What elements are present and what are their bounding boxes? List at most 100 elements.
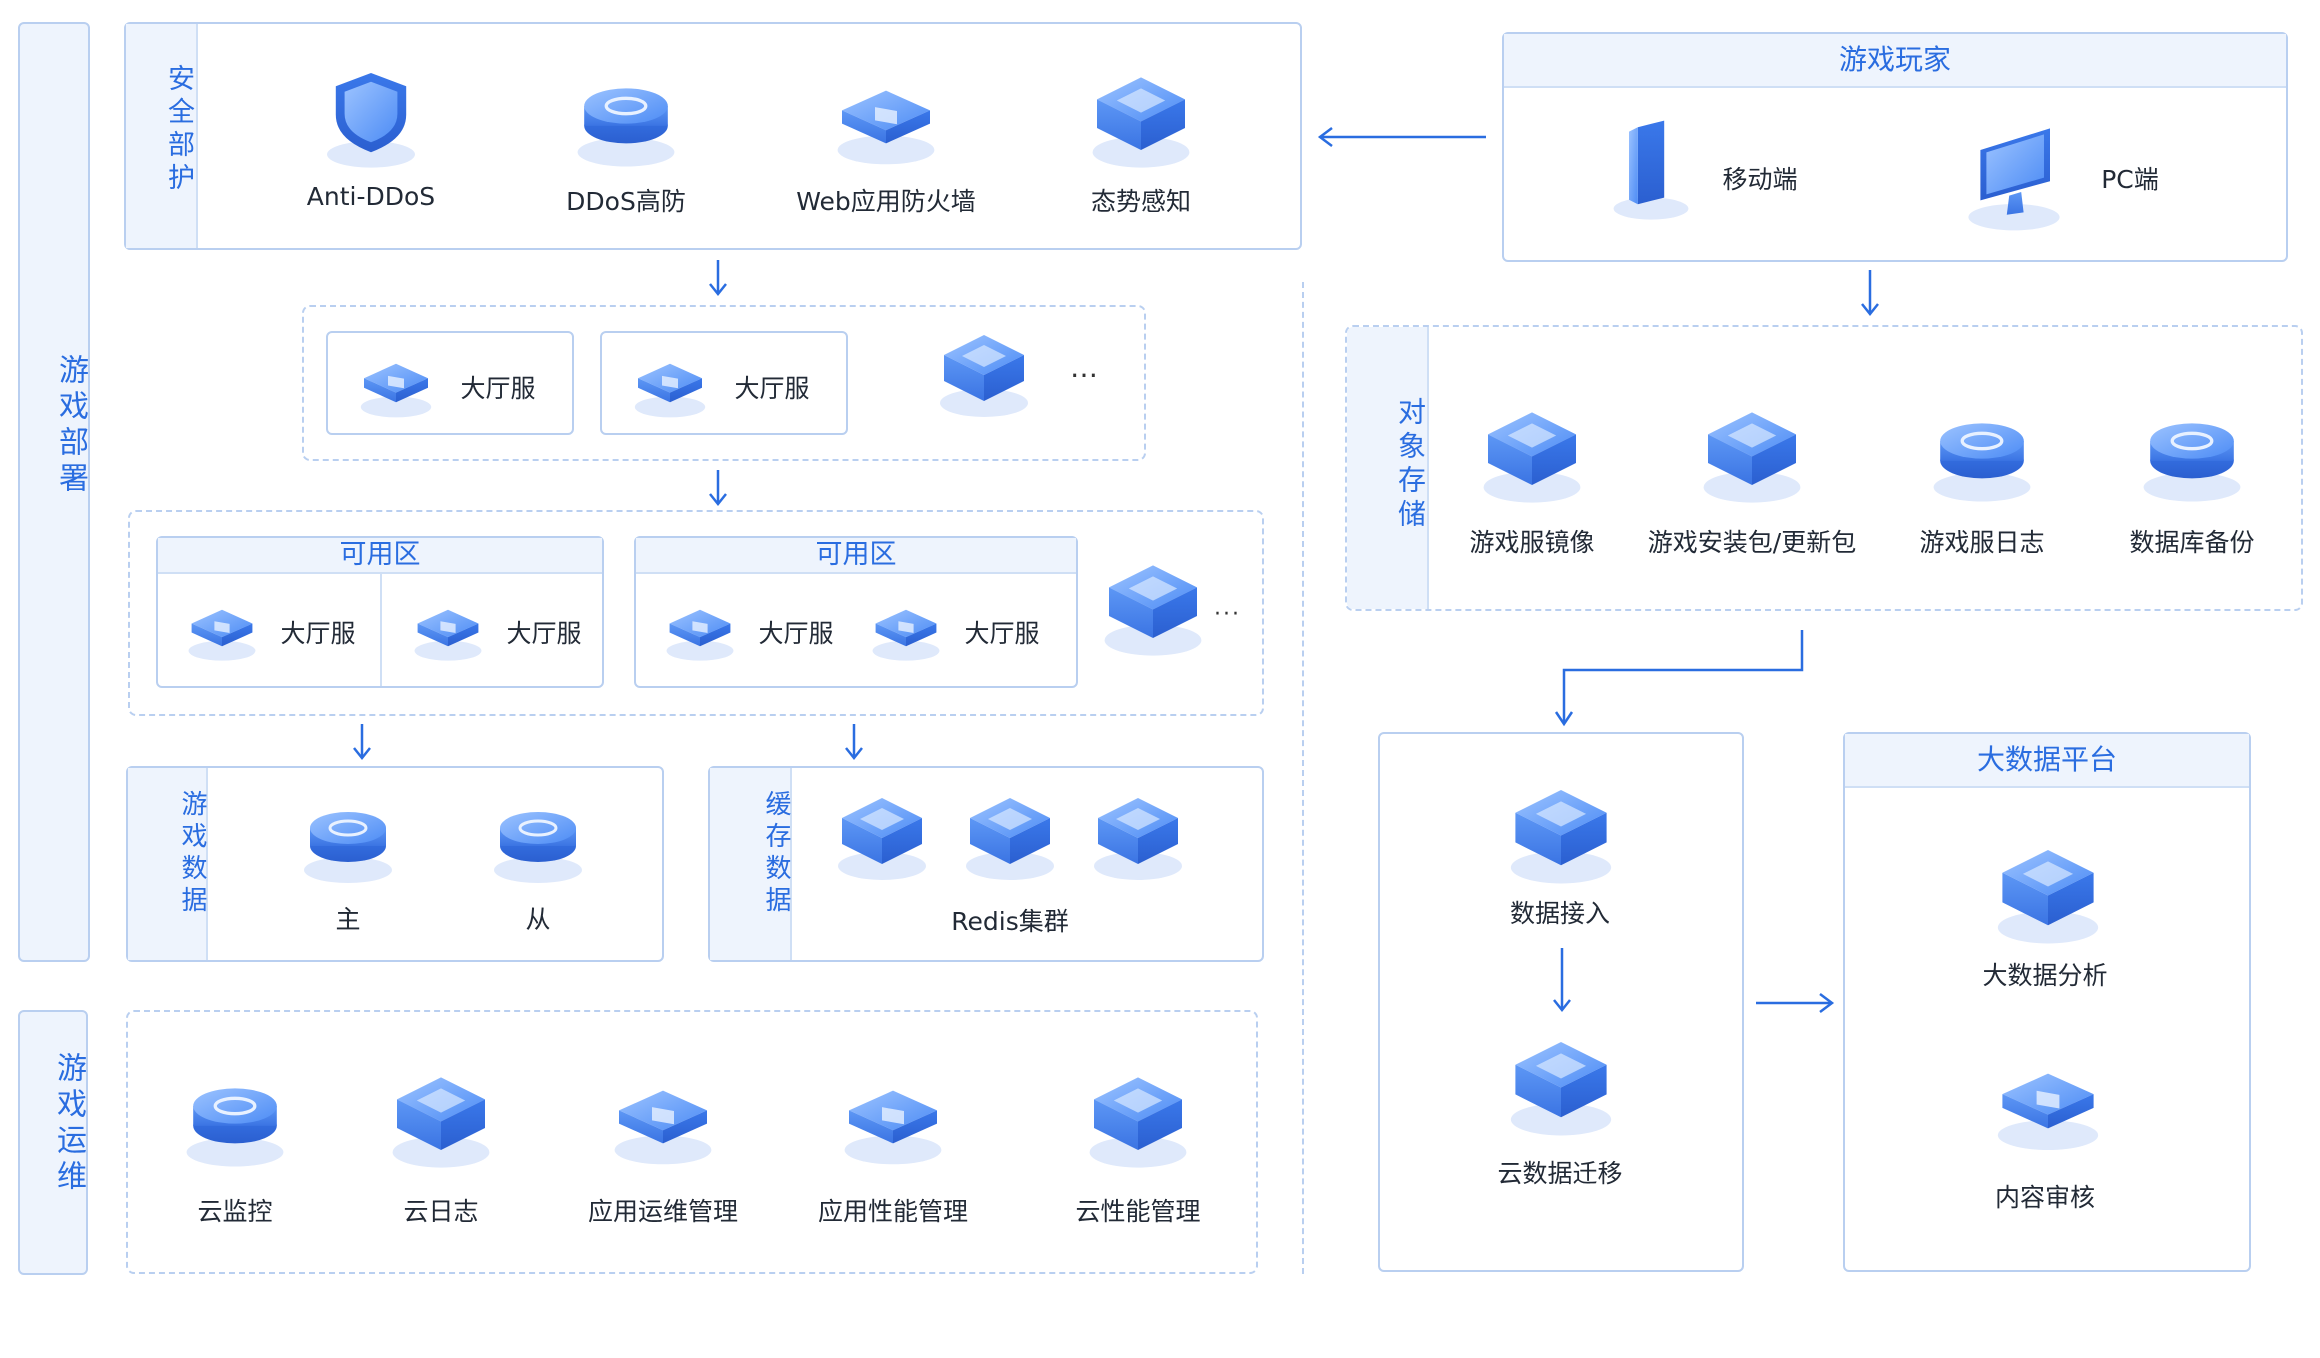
storage-item-label: 游戏服镜像	[1469, 528, 1595, 557]
server-icon	[868, 590, 944, 666]
ops-item-label: 云监控	[197, 1197, 273, 1226]
ops-group: 云监控 云日志 应用运维管理 应用性能管理 云性能管理	[126, 1010, 1258, 1274]
zone-item-label: 大厅服	[506, 619, 582, 648]
mobile-label: 移动端	[1722, 165, 1798, 194]
analysis-icon	[1991, 834, 2105, 948]
arrow-left-icon	[1317, 127, 1486, 147]
server-icon	[356, 343, 436, 423]
security-title: 安全部护	[163, 64, 194, 196]
security-item-label: DDoS高防	[566, 187, 686, 216]
arrow-down-icon	[709, 260, 727, 297]
arrow-elbow-icon	[1554, 630, 1804, 727]
zone-item-label: 大厅服	[280, 619, 356, 648]
more-indicator: …	[1070, 351, 1100, 384]
app-perf-icon	[838, 1062, 948, 1172]
server-icon	[662, 590, 738, 666]
server-stack-icon	[934, 321, 1034, 421]
ops-strip-label: 游戏运维	[51, 1052, 86, 1196]
security-item-label: 态势感知	[1090, 187, 1191, 216]
data-migrate-icon	[1504, 1026, 1618, 1140]
server-icon	[184, 590, 260, 666]
app-ops-icon	[608, 1062, 718, 1172]
arrow-down-icon	[1553, 948, 1571, 1013]
pc-icon	[1954, 114, 2074, 234]
database-icon	[298, 788, 398, 888]
security-item-label: Web应用防火墙	[796, 187, 976, 216]
ops-item-label: 应用性能管理	[817, 1197, 968, 1226]
storage-item-label: 游戏服日志	[1919, 528, 2045, 557]
ops-item-label: 应用运维管理	[587, 1197, 738, 1226]
redis-node-icon	[832, 784, 932, 884]
ingest-label: 数据接入	[1509, 899, 1610, 928]
deploy-strip: 游戏部署	[18, 22, 90, 962]
lobby-card: 大厅服	[600, 331, 848, 435]
pc-label: PC端	[2101, 165, 2159, 194]
cache-data-panel: 缓存数据 Redis集群	[708, 766, 1264, 962]
more-indicator: ···	[1214, 602, 1241, 627]
players-panel: 游戏玩家 移动端 PC端	[1502, 32, 2288, 262]
column-divider	[1302, 282, 1304, 1274]
lobby-group: 大厅服 大厅服 …	[302, 305, 1146, 461]
image-icon	[1477, 397, 1587, 507]
chip-icon	[1086, 62, 1196, 172]
arrow-down-icon	[353, 724, 371, 761]
cloud-perf-icon	[1083, 1062, 1193, 1172]
server-log-icon	[1927, 397, 2037, 507]
ops-item-label: 云性能管理	[1075, 1197, 1201, 1226]
server-stack-icon	[1098, 550, 1208, 660]
game-data-panel: 游戏数据 主 从	[126, 766, 664, 962]
zone-card: 可用区 大厅服 大厅服	[634, 536, 1078, 688]
storage-label-cell: 对象存储	[1347, 327, 1429, 609]
cache-data-label-cell: 缓存数据	[710, 768, 792, 960]
data-ingest-icon	[1504, 774, 1618, 888]
audit-label: 内容审核	[1994, 1183, 2095, 1212]
security-label-cell: 安全部护	[126, 24, 198, 248]
redis-node-icon	[960, 784, 1060, 884]
master-label: 主	[335, 905, 361, 934]
server-icon	[410, 590, 486, 666]
lobby-card: 大厅服	[326, 331, 574, 435]
bigdata-panel: 大数据平台 大数据分析 内容审核	[1843, 732, 2251, 1272]
storage-panel: 对象存储 游戏服镜像 游戏安装包/更新包 游戏服日志 数据库备份	[1345, 325, 2303, 611]
zone-item-label: 大厅服	[758, 619, 834, 648]
log-icon	[386, 1062, 496, 1172]
security-panel: 安全部护 Anti-DDoS DDoS高防 Web应用防火墙 态势感知	[124, 22, 1302, 250]
divider	[380, 574, 382, 686]
storage-title: 对象存储	[1394, 397, 1427, 533]
arrow-down-icon	[709, 470, 727, 507]
zone-card: 可用区 大厅服 大厅服	[156, 536, 604, 688]
shield-icon	[316, 62, 426, 172]
game-data-label-cell: 游戏数据	[128, 768, 208, 960]
lobby-label: 大厅服	[460, 374, 536, 403]
storage-item-label: 数据库备份	[2129, 528, 2255, 557]
analysis-label: 大数据分析	[1982, 961, 2108, 990]
deploy-strip-label: 游戏部署	[53, 354, 88, 498]
arrow-down-icon	[845, 724, 863, 761]
redis-label: Redis集群	[951, 907, 1069, 936]
db-backup-icon	[2137, 397, 2247, 507]
ops-strip: 游戏运维	[18, 1010, 88, 1275]
zones-group: 可用区 大厅服 大厅服 可用区 大厅服 大厅服 ···	[128, 510, 1264, 716]
lobby-label: 大厅服	[734, 374, 810, 403]
server-icon	[630, 343, 710, 423]
arrow-right-icon	[1756, 993, 1835, 1013]
migrate-label: 云数据迁移	[1497, 1159, 1623, 1188]
redis-node-icon	[1088, 784, 1188, 884]
firewall-icon	[831, 62, 941, 172]
audit-icon	[1991, 1044, 2105, 1158]
mobile-icon	[1596, 104, 1706, 234]
package-icon	[1697, 397, 1807, 507]
bigdata-title: 大数据平台	[1845, 734, 2249, 788]
zone-item-label: 大厅服	[964, 619, 1040, 648]
monitor-icon	[180, 1062, 290, 1172]
data-pipeline-panel: 数据接入 云数据迁移	[1378, 732, 1744, 1272]
slave-label: 从	[525, 905, 551, 934]
ops-item-label: 云日志	[403, 1197, 479, 1226]
players-title: 游戏玩家	[1504, 34, 2286, 88]
zone-title: 可用区	[158, 538, 602, 574]
arrow-down-icon	[1861, 270, 1879, 317]
ddos-icon	[571, 62, 681, 172]
game-data-title: 游戏数据	[177, 790, 207, 918]
cache-data-title: 缓存数据	[761, 790, 791, 918]
storage-item-label: 游戏安装包/更新包	[1647, 528, 1857, 557]
